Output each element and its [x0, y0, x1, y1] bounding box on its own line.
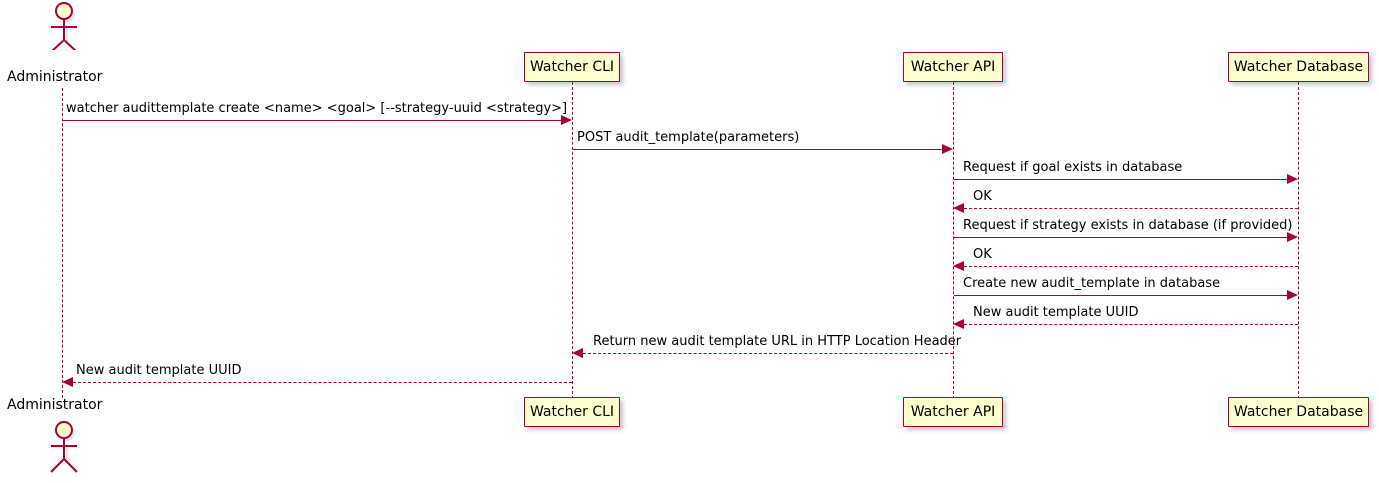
message-arrowhead-10	[62, 377, 73, 387]
participant-box-watcher-api-bottom[interactable]: Watcher API	[903, 397, 1003, 427]
message-label-7: Create new audit_template in database	[963, 276, 1221, 291]
message-arrowhead-7	[1287, 290, 1298, 300]
message-line-10	[73, 382, 572, 383]
message-line-7	[954, 295, 1287, 296]
message-arrowhead-5	[1287, 232, 1298, 242]
message-arrowhead-3	[1287, 174, 1298, 184]
message-label-4: OK	[973, 189, 992, 204]
actor-label-administrator-bottom: Administrator	[7, 397, 103, 413]
actor-administrator-top	[51, 2, 77, 50]
message-arrowhead-1	[561, 115, 572, 125]
message-label-10: New audit template UUID	[76, 363, 242, 378]
message-line-1	[62, 120, 561, 121]
lifeline-watcher-cli	[572, 82, 573, 399]
message-label-5: Request if strategy exists in database (…	[963, 218, 1293, 233]
message-line-4	[964, 208, 1298, 209]
message-label-9: Return new audit template URL in HTTP Lo…	[593, 334, 962, 349]
participant-box-watcher-api-top[interactable]: Watcher API	[903, 52, 1003, 82]
message-arrowhead-6	[953, 261, 964, 271]
message-line-8	[964, 324, 1298, 325]
actor-label-administrator-top: Administrator	[7, 69, 103, 85]
message-arrowhead-4	[953, 203, 964, 213]
lifeline-administrator	[62, 88, 63, 398]
message-arrowhead-9	[572, 348, 583, 358]
lifeline-watcher-database	[1298, 82, 1299, 399]
message-line-2	[573, 149, 942, 150]
message-arrowhead-2	[942, 144, 953, 154]
message-label-6: OK	[973, 247, 992, 262]
actor-administrator-bottom	[50, 421, 78, 473]
lifeline-watcher-api	[953, 82, 954, 399]
participant-box-watcher-cli-bottom[interactable]: Watcher CLI	[524, 397, 620, 427]
message-label-8: New audit template UUID	[973, 305, 1139, 320]
message-label-2: POST audit_template(parameters)	[577, 130, 800, 145]
message-label-1: watcher audittemplate create <name> <goa…	[66, 101, 568, 116]
participant-box-watcher-database-bottom[interactable]: Watcher Database	[1228, 397, 1369, 427]
participant-box-watcher-database-top[interactable]: Watcher Database	[1228, 52, 1369, 82]
message-arrowhead-8	[953, 319, 964, 329]
message-line-9	[583, 353, 953, 354]
message-line-6	[964, 266, 1298, 267]
participant-box-watcher-cli-top[interactable]: Watcher CLI	[524, 52, 620, 82]
message-line-3	[954, 179, 1287, 180]
message-line-5	[954, 237, 1287, 238]
message-label-3: Request if goal exists in database	[963, 160, 1183, 175]
